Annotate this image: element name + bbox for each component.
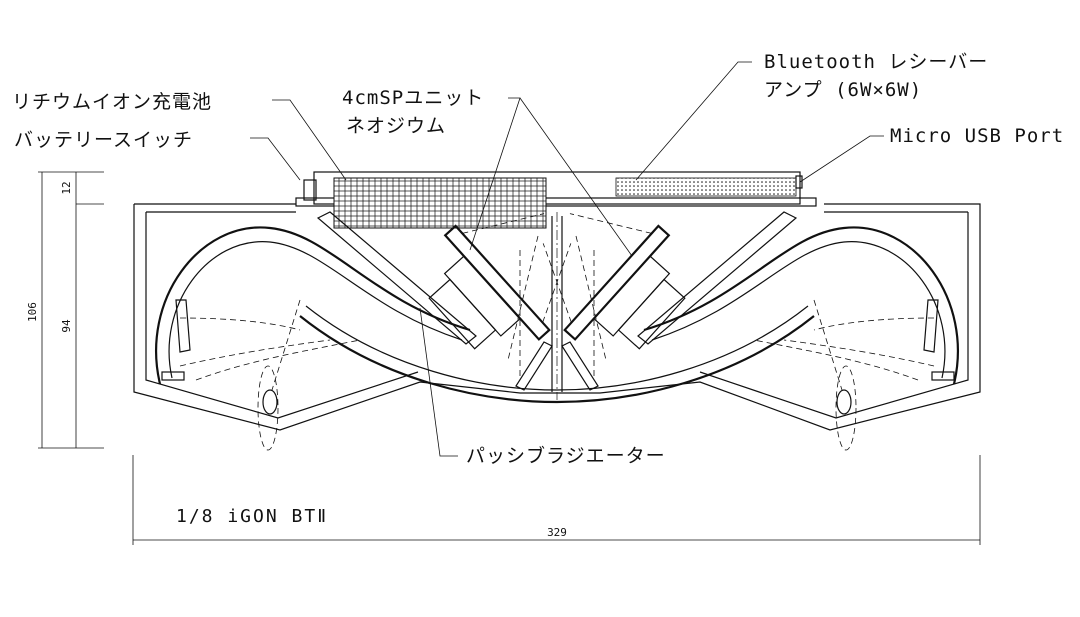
dim-width: 329 xyxy=(547,526,567,539)
battery-pack xyxy=(333,177,547,229)
bluetooth-amp-board xyxy=(615,177,797,197)
model-name: 1/8 iGON BTⅡ xyxy=(176,506,328,527)
label-speaker-unit: 4cmSPユニット xyxy=(342,87,484,109)
left-speaker-unit xyxy=(316,211,572,350)
dim-top-section: 12 xyxy=(60,181,73,194)
label-bt-receiver: Bluetooth レシーバー xyxy=(764,51,988,73)
cabinet xyxy=(133,203,981,431)
battery-switch xyxy=(303,179,317,201)
dim-total-height: 106 xyxy=(26,302,39,322)
label-battery-switch: バッテリースイッチ xyxy=(14,129,193,151)
label-micro-usb: Micro USB Port xyxy=(890,125,1064,147)
micro-usb-port xyxy=(795,175,803,189)
label-battery: リチウムイオン充電池 xyxy=(12,91,212,113)
dim-body-height: 94 xyxy=(60,319,73,333)
label-bt-amp: アンプ (6W×6W) xyxy=(764,79,922,101)
top-module xyxy=(295,171,817,229)
leader-lines xyxy=(250,61,884,457)
label-speaker-unit-material: ネオジウム xyxy=(346,115,446,137)
right-speaker-unit xyxy=(542,211,798,350)
internal-dashed-lines xyxy=(179,235,935,451)
height-dimension: 106 12 94 xyxy=(26,171,104,449)
label-passive-radiator: パッシブラジエーター xyxy=(466,444,666,467)
width-dimension: 329 xyxy=(132,455,981,545)
